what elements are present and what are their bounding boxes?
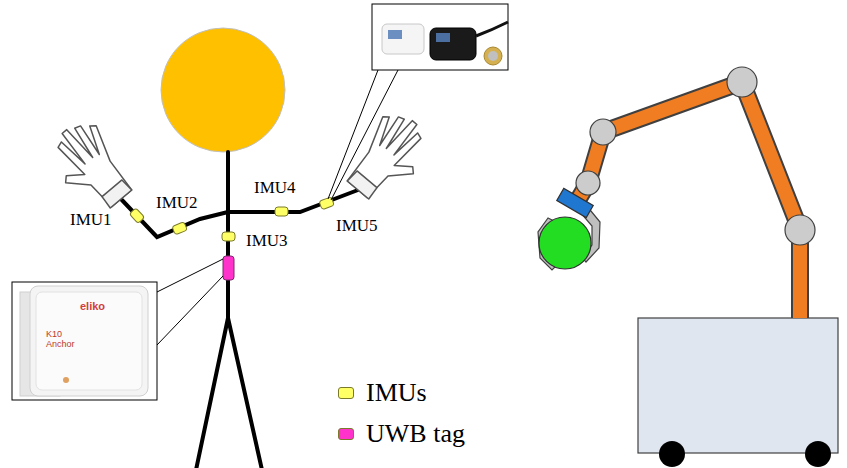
product-logo: eliko <box>80 300 105 313</box>
sensor-label: IMU4 <box>254 178 296 198</box>
uwb-photo-inset <box>12 282 157 400</box>
product-marking: K10 Anchor <box>46 330 86 350</box>
legend-swatch <box>338 387 354 399</box>
uwb-tag <box>223 256 234 280</box>
legend-entry: IMUs <box>338 378 427 408</box>
leader-line <box>328 70 378 199</box>
sensor-label: IMU2 <box>156 193 198 213</box>
glove <box>40 105 439 220</box>
sensor-label: IMU1 <box>70 210 112 230</box>
robot-arm <box>578 82 800 318</box>
leader-line <box>157 276 223 345</box>
imu-photo-inset <box>372 4 508 70</box>
wheel <box>659 441 685 467</box>
wheel <box>805 441 831 467</box>
legend-text: UWB tag <box>366 419 465 449</box>
head-circle <box>161 28 285 152</box>
robot-joint <box>576 67 815 245</box>
sensor-label: IMU3 <box>246 231 288 251</box>
legend-entry: UWB tag <box>338 419 465 449</box>
legend-text: IMUs <box>366 378 427 408</box>
robot-base <box>638 318 838 453</box>
gripper <box>538 188 600 270</box>
sensor-label: IMU5 <box>336 216 378 236</box>
legend-swatch <box>338 428 354 440</box>
leader-line <box>331 70 398 200</box>
